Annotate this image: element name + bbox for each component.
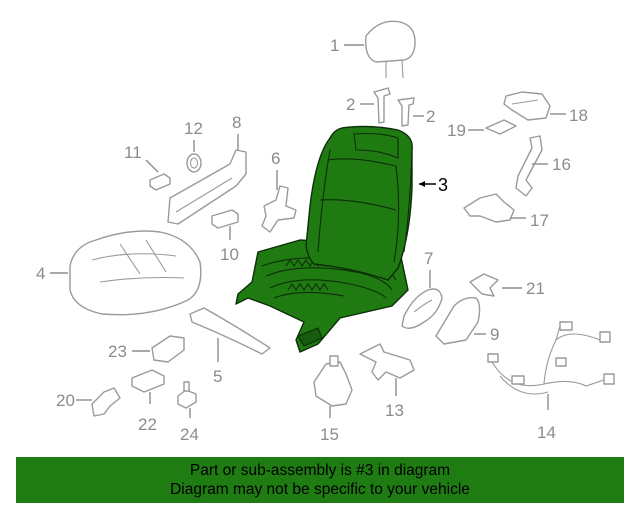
part-4-seat-cushion[interactable] xyxy=(69,230,202,316)
part-8-side-shield[interactable] xyxy=(167,149,247,225)
callout-number-5: 5 xyxy=(213,367,222,386)
part-10-block[interactable] xyxy=(211,209,239,229)
callout-22: 22 xyxy=(138,392,157,434)
callout-number-23: 23 xyxy=(108,342,127,361)
callout-10: 10 xyxy=(220,226,239,264)
part-18-module[interactable] xyxy=(503,91,551,121)
part-6-bracket[interactable] xyxy=(261,185,297,233)
callout-3: 3 xyxy=(419,175,448,195)
callout-number-2: 2 xyxy=(426,107,435,126)
callout-18: 18 xyxy=(550,106,588,125)
part-14-harness[interactable] xyxy=(487,321,615,395)
callout-23: 23 xyxy=(108,342,150,361)
callout-9: 9 xyxy=(474,325,499,344)
part-20-bracket[interactable] xyxy=(91,387,121,417)
part-21-bracket[interactable] xyxy=(469,273,499,297)
callout-number-1: 1 xyxy=(330,36,339,55)
part-19-pad[interactable] xyxy=(485,119,517,135)
callout-number-4: 4 xyxy=(36,264,45,283)
callout-number-12: 12 xyxy=(184,119,203,138)
part-5-trim[interactable] xyxy=(189,307,271,355)
callout-13: 13 xyxy=(385,378,404,420)
callout-number-14: 14 xyxy=(537,423,556,442)
callout-6: 6 xyxy=(271,149,280,190)
part-3-seat-assembly[interactable] xyxy=(235,125,413,353)
callout-2b: 2 xyxy=(413,107,435,126)
banner-line-1: Part or sub-assembly is #3 in diagram xyxy=(189,462,451,479)
part-23-switch[interactable] xyxy=(151,335,185,363)
parts-diagram: 1 2 2 3 xyxy=(36,20,615,444)
callout-number-11: 11 xyxy=(124,143,142,162)
part-24-fastener[interactable] xyxy=(177,381,197,409)
part-7-cover[interactable] xyxy=(401,288,443,329)
callout-number-19: 19 xyxy=(447,121,466,140)
part-12-cap[interactable] xyxy=(186,153,202,173)
callout-number-18: 18 xyxy=(569,106,588,125)
callout-number-21: 21 xyxy=(526,279,545,298)
callout-21: 21 xyxy=(502,279,545,298)
callout-15: 15 xyxy=(320,406,339,444)
part-13-bracket[interactable] xyxy=(359,343,415,381)
callout-number-6: 6 xyxy=(271,149,280,168)
part-2-guide-left[interactable] xyxy=(373,87,391,124)
callout-16: 16 xyxy=(532,155,571,174)
part-22-block[interactable] xyxy=(131,369,165,393)
callout-14: 14 xyxy=(537,394,556,442)
part-2-guide-right[interactable] xyxy=(397,97,415,127)
callout-number-2: 2 xyxy=(346,95,355,114)
callout-8: 8 xyxy=(232,113,241,150)
part-9-finisher[interactable] xyxy=(435,296,481,345)
callout-24: 24 xyxy=(180,408,199,444)
callout-number-10: 10 xyxy=(220,245,239,264)
callout-number-9: 9 xyxy=(490,325,499,344)
part-15-bracket[interactable] xyxy=(313,355,353,407)
callout-number-7: 7 xyxy=(424,249,433,268)
callout-5: 5 xyxy=(213,338,222,386)
callout-number-20: 20 xyxy=(56,391,75,410)
callout-1: 1 xyxy=(330,36,364,55)
callout-2a: 2 xyxy=(346,95,374,114)
callout-17: 17 xyxy=(510,211,549,230)
info-banner: Part or sub-assembly is #3 in diagram Di… xyxy=(16,457,624,503)
part-17-bracket[interactable] xyxy=(463,193,515,223)
callout-12: 12 xyxy=(184,119,203,152)
callout-7: 7 xyxy=(424,249,433,288)
callout-20: 20 xyxy=(56,391,92,410)
callout-number-8: 8 xyxy=(232,113,241,132)
callout-number-17: 17 xyxy=(530,211,549,230)
part-16-strap[interactable] xyxy=(515,135,543,197)
part-11-clip[interactable] xyxy=(149,173,171,191)
callout-number-15: 15 xyxy=(320,425,339,444)
callout-number-22: 22 xyxy=(138,415,157,434)
callout-11: 11 xyxy=(124,143,159,173)
callout-number-24: 24 xyxy=(180,425,199,444)
callout-number-13: 13 xyxy=(385,401,404,420)
callout-number-3: 3 xyxy=(438,175,448,195)
callout-4: 4 xyxy=(36,264,68,283)
part-1-headrest[interactable] xyxy=(365,20,416,79)
callout-19: 19 xyxy=(447,121,484,140)
banner-line-2: Diagram may not be specific to your vehi… xyxy=(170,481,470,498)
callout-number-16: 16 xyxy=(552,155,571,174)
